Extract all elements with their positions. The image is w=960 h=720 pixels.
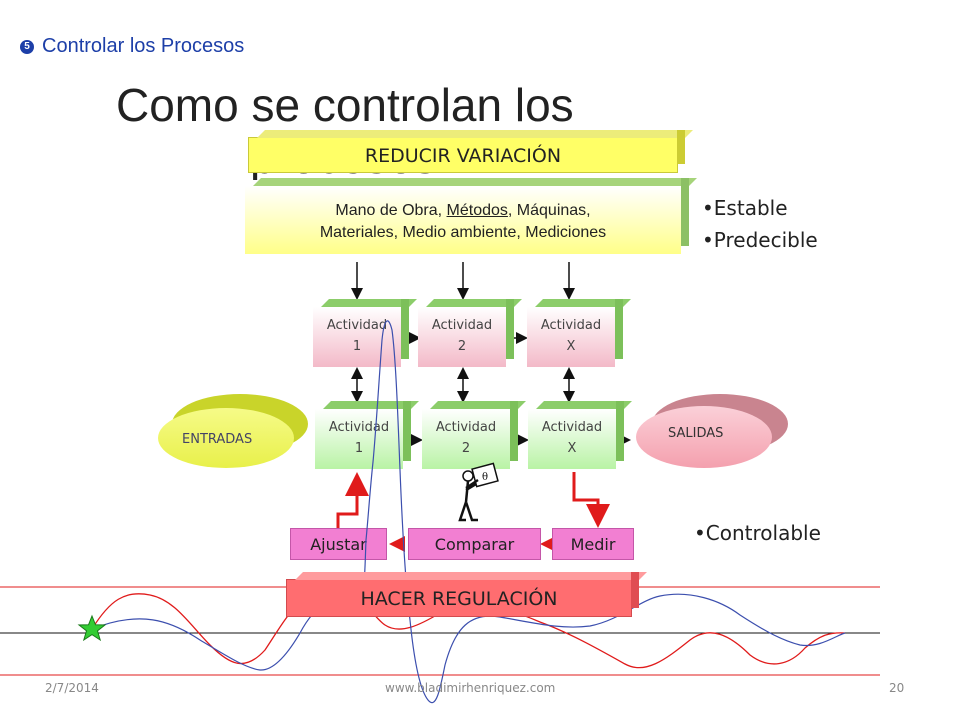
number-bullet-icon: 5	[20, 39, 34, 54]
factors-line1: Mano de Obra, Métodos, Máquinas,	[335, 202, 591, 219]
factors-box: Mano de Obra, Métodos, Máquinas, Materia…	[245, 178, 689, 254]
section-header: 5 Controlar los Procesos	[20, 35, 244, 58]
property-controlable: •Controlable	[694, 521, 821, 545]
salidas-label: SALIDAS	[668, 426, 724, 441]
footer-date: 2/7/2014	[45, 681, 99, 695]
section-header-text: Controlar los Procesos	[42, 35, 245, 57]
ajustar-button: Ajustar	[290, 528, 387, 560]
reducir-variacion-box: REDUCIR VARIACIÓN	[248, 130, 685, 173]
footer-page-number: 20	[889, 681, 905, 695]
property-estable: •Estable	[702, 196, 788, 220]
page-title: Como se controlan los	[116, 79, 574, 131]
property-predecible: •Predecible	[702, 228, 818, 252]
hacer-regulacion-box: HACER REGULACIÓN	[286, 572, 639, 617]
svg-text:θ: θ	[482, 472, 488, 483]
factors-line2: Materiales, Medio ambiente, Mediciones	[319, 224, 607, 241]
medir-button: Medir	[552, 528, 634, 560]
footer-site: www.bladimirhenriquez.com	[385, 681, 556, 695]
comparar-button: Comparar	[408, 528, 541, 560]
entradas-label: ENTRADAS	[182, 432, 253, 447]
person-with-sign-icon: θ	[458, 462, 499, 522]
metodos-underlined: Métodos	[446, 202, 508, 219]
red-arrow-medir	[572, 472, 610, 528]
red-arrow-ajustar	[336, 472, 369, 528]
